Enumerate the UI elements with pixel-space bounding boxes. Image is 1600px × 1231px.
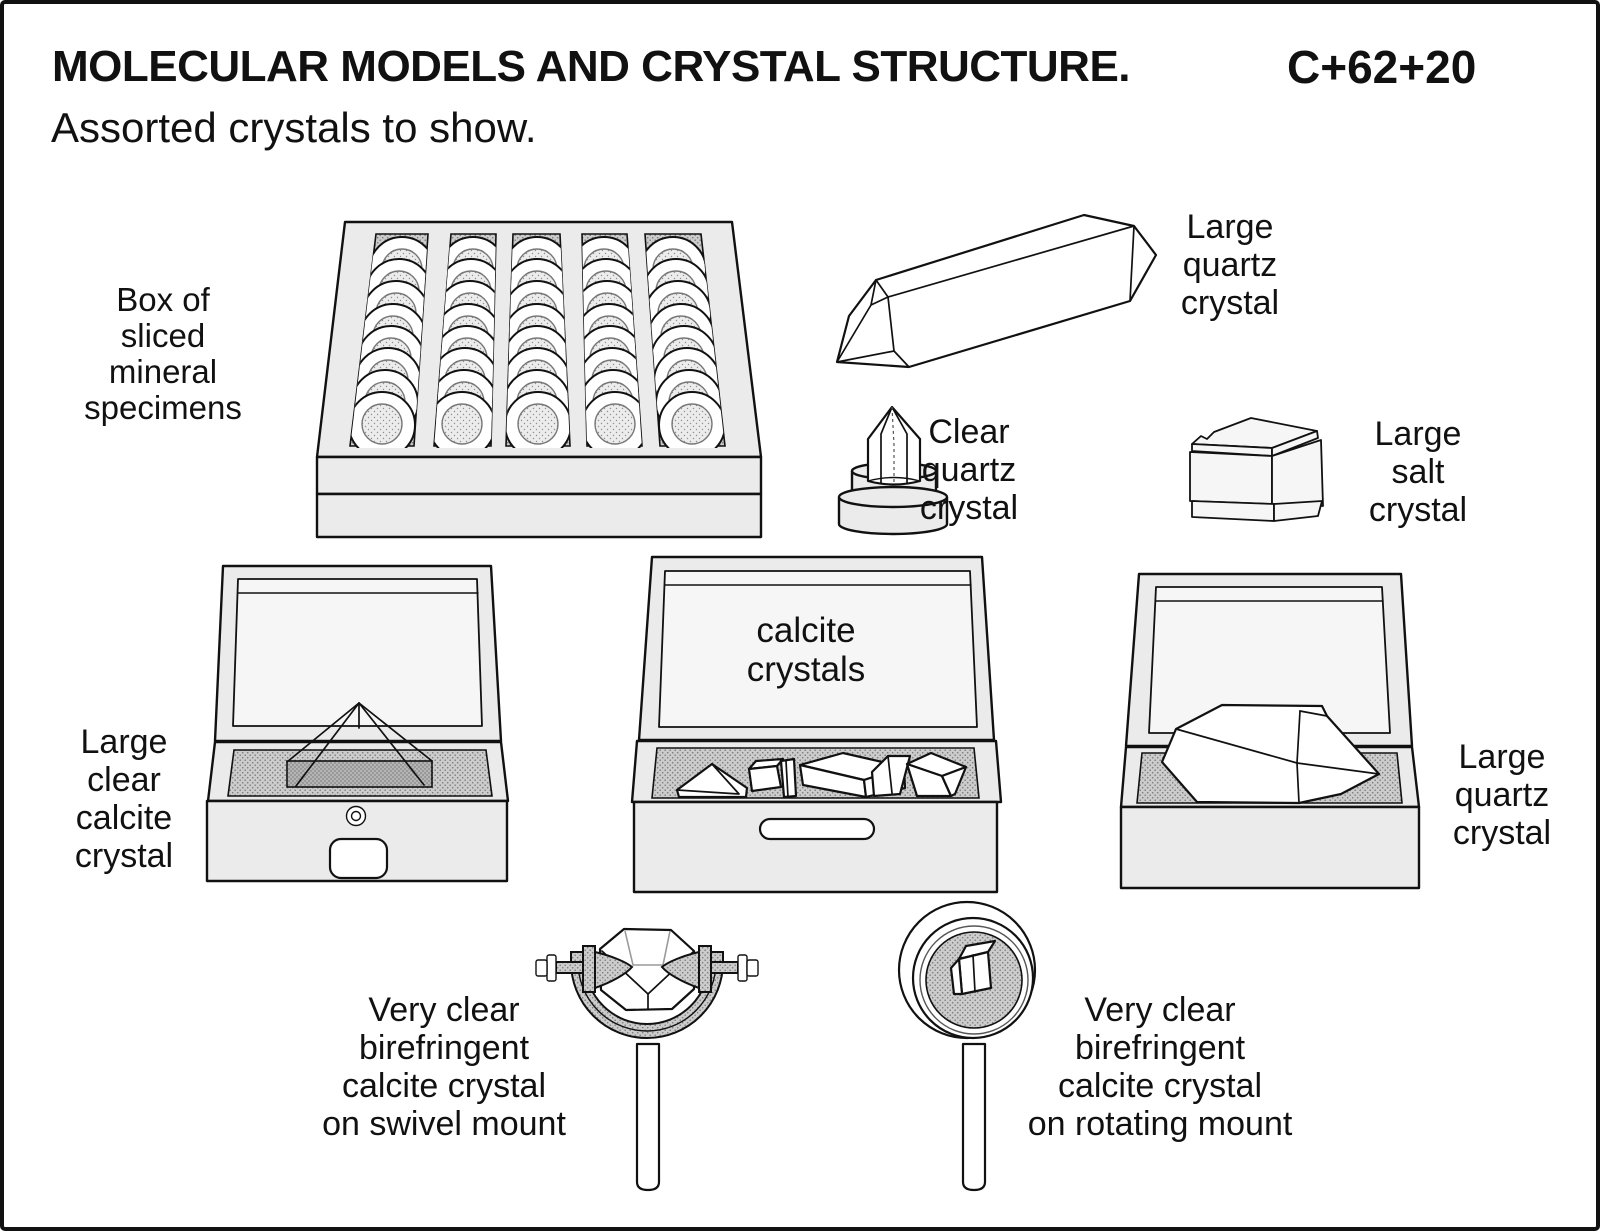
calcite-crystals-box bbox=[630, 555, 1003, 894]
diagram-canvas bbox=[205, 213, 1421, 1192]
clear-quartz-crystal bbox=[837, 405, 949, 536]
rotating-mount bbox=[897, 900, 1037, 1192]
label-swivel-mount: Very clear birefringent calcite crystal … bbox=[322, 991, 566, 1143]
label-calcite-crystals-lid: calcite crystals bbox=[746, 611, 866, 689]
page-title: MOLECULAR MODELS AND CRYSTAL STRUCTURE. bbox=[52, 42, 1131, 91]
label-sliced-specimens: Box of sliced mineral specimens bbox=[84, 281, 242, 426]
label-clear-quartz: Clear quartz crystal bbox=[919, 413, 1019, 527]
calcite-crystal-box bbox=[205, 564, 510, 883]
page-subtitle: Assorted crystals to show. bbox=[51, 104, 537, 151]
calcite-chunks bbox=[675, 751, 968, 799]
catalog-code: C+62+20 bbox=[1287, 41, 1477, 93]
large-quartz-crystal bbox=[835, 213, 1158, 369]
sliced-specimen-box bbox=[315, 220, 763, 539]
large-salt-crystal bbox=[1189, 417, 1324, 522]
label-large-salt: Large salt crystal bbox=[1368, 415, 1468, 529]
label-rotating-mount: Very clear birefringent calcite crystal … bbox=[1027, 991, 1293, 1143]
label-large-quartz-box: Large quartz crystal bbox=[1452, 738, 1552, 852]
label-large-quartz-top: Large quartz crystal bbox=[1180, 208, 1280, 322]
swivel-mount bbox=[535, 927, 759, 1192]
label-large-clear-calcite: Large clear calcite crystal bbox=[74, 723, 174, 875]
large-quartz-crystal-box bbox=[1119, 572, 1421, 890]
